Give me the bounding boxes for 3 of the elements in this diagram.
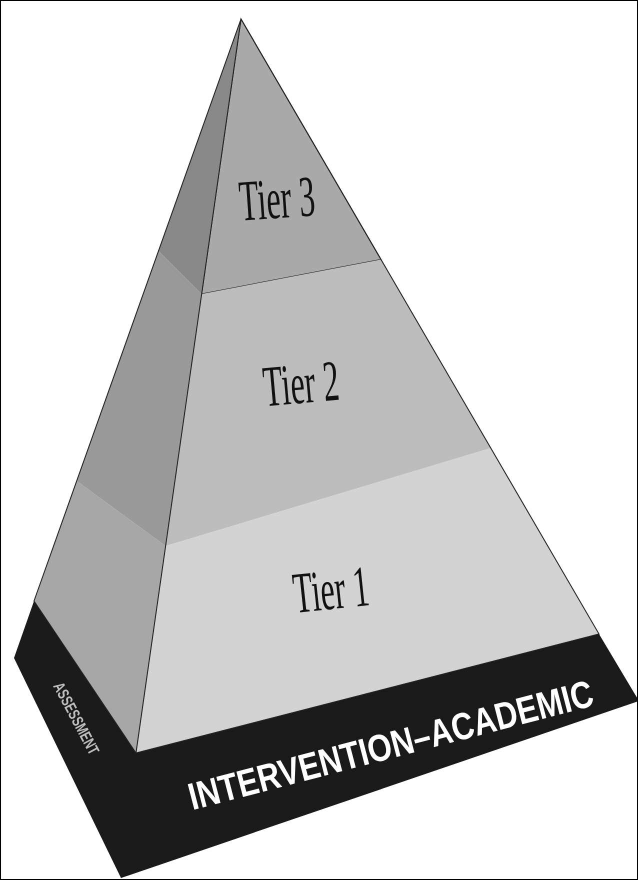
tier-label: Tier 3 [237,167,317,231]
tier-label: Tier 2 [260,352,342,416]
tier-label: Tier 1 [290,557,372,623]
